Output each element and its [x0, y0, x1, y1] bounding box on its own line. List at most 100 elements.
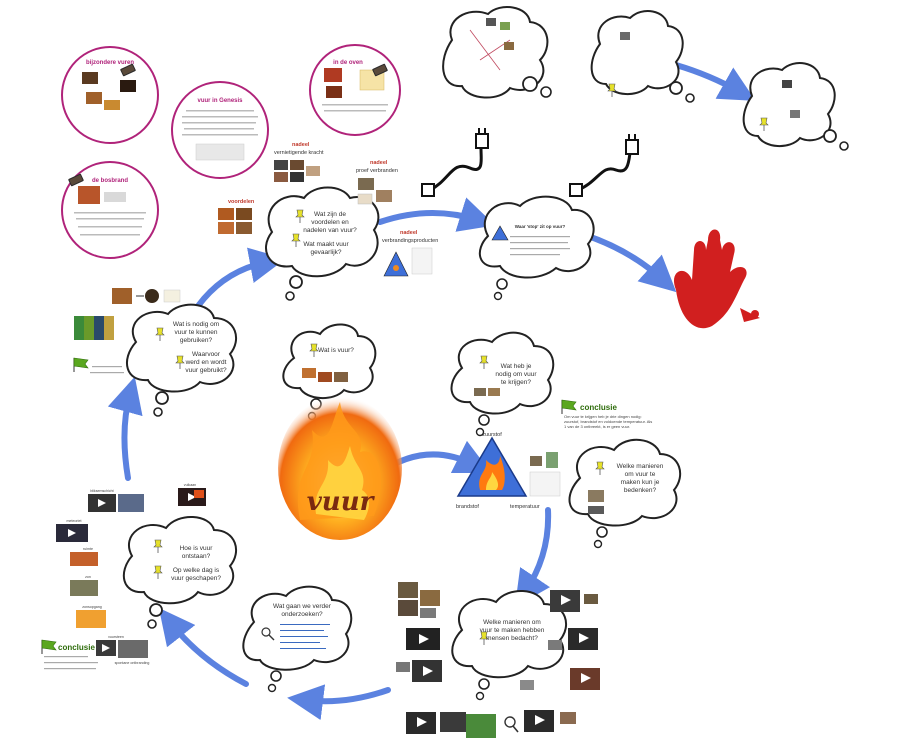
thumb-caption: zon	[85, 575, 91, 579]
cloud-line: Wat zijn de	[314, 211, 346, 218]
arrow-stop-to-hand	[582, 232, 677, 293]
voordelen-title: voordelen	[228, 199, 255, 205]
cloud-line: Wat is vuur?	[318, 347, 354, 354]
cloud-line: Wat is nodig om	[173, 321, 219, 328]
nadeel-label: nadeel	[400, 230, 418, 236]
thumb-oven-fire	[326, 86, 342, 98]
hand-stop-icon	[673, 229, 760, 329]
thumb-caption: vuursteen	[108, 635, 124, 639]
cloud-line: te krijgen?	[501, 379, 531, 386]
cloud-line: vuur te maken hebben	[480, 627, 545, 634]
thumb-caption: spontane ontbranding	[115, 661, 150, 665]
arrow-voordelen-to-stop	[377, 197, 496, 232]
fire-triangle-icon	[491, 225, 509, 241]
cloud-line: Hoe is vuur	[180, 545, 214, 552]
nadeel-label: nadeel	[370, 160, 388, 166]
thumb-caption: bliksemschicht	[90, 489, 113, 493]
cloud-voordelen-nadelen[interactable]: Wat zijn de voordelen en nadelen van vuu…	[265, 186, 380, 301]
cloud-line: bedenken?	[624, 487, 657, 494]
thumb-oven	[324, 68, 342, 82]
conclusie-block-1[interactable]: conclusie Om vuur te krijgen heb je drie…	[561, 399, 654, 442]
nadeel-verbrandingsproducten[interactable]: nadeel verbrandingsproducten	[382, 230, 438, 277]
nadeel-proef-verbranden[interactable]: nadeel proef verbranden	[356, 160, 398, 205]
cloud-line: voordelen en	[311, 219, 349, 226]
cloud-line: onderzoeken?	[281, 611, 323, 618]
cloud-line: gebruiken?	[180, 337, 213, 344]
cloud-line: Wat maakt vuur	[303, 241, 349, 248]
circle-bijzondere-vuren[interactable]: bijzondere vuren	[61, 46, 159, 144]
nadeel-label: nadeel	[292, 142, 310, 148]
fire-triangle[interactable]: zuurstof brandstof temperatuur	[456, 432, 561, 510]
circle-de-bosbrand[interactable]: de bosbrand	[61, 161, 159, 259]
thumb-fire-night	[120, 80, 136, 92]
video-thumbnails-bottom[interactable]	[396, 582, 600, 738]
nadeel-sub: verbrandingsproducten	[382, 238, 438, 244]
brandstof-label: brandstof	[456, 504, 479, 510]
cloud-top-middle[interactable]	[442, 6, 552, 99]
cloud-line: Wat heb je	[501, 363, 532, 370]
cloud-line: vuur te kunnen	[174, 329, 217, 336]
cloud-mensen-bedacht[interactable]: Welke manieren om vuur te maken hebben m…	[451, 589, 568, 701]
voordelen-small[interactable]	[73, 357, 124, 374]
circle-title: vuur in Genesis	[197, 98, 243, 104]
cloud-line: vuur gebruikt?	[185, 367, 227, 374]
cloud-nodig-gebruikt[interactable]: Wat is nodig om vuur te kunnen gebruiken…	[126, 303, 238, 417]
cloud-top-right-2[interactable]	[742, 62, 849, 151]
pushpin-icon	[607, 83, 617, 98]
circle-vuur-in-genesis[interactable]: vuur in Genesis	[171, 81, 269, 179]
cloud-line: Op welke dag is	[173, 567, 220, 574]
thumb-caption: vulkaan	[184, 483, 196, 487]
conclusie-title: conclusie	[58, 643, 95, 652]
cloud-line: om vuur te	[625, 471, 656, 478]
cloud-line: nadelen van vuur?	[303, 227, 357, 234]
nadeel-sub: vernietigende kracht	[274, 150, 324, 156]
flag-icon	[561, 399, 577, 415]
thumb-caption: zonsopgang	[82, 605, 102, 609]
cloud-line: werd en wordt	[185, 359, 227, 366]
circle-title: in de oven	[333, 60, 363, 66]
genesis-text	[182, 110, 258, 161]
arrow-mensen-to-onderzoeken	[287, 684, 391, 721]
flag-icon	[73, 357, 89, 373]
cloud-line: maken kun je	[621, 479, 660, 486]
cloud-stop[interactable]: Waar 'stop' zit op vuur?	[478, 195, 595, 301]
plug-icon-right	[569, 134, 639, 197]
conclusie-block-2[interactable]: conclusie	[41, 639, 98, 670]
cloud-line: mensen bedacht?	[486, 635, 538, 642]
thumb-caption: meteoriet	[67, 519, 82, 523]
cloud-line: Wat gaan we verder	[273, 603, 332, 610]
circle-in-de-oven[interactable]: in de oven	[309, 44, 401, 136]
vuur-logo: vuur	[278, 396, 402, 540]
nadeel-vernietigende-kracht[interactable]: nadeel vernietigende kracht	[274, 142, 324, 182]
voordelen-label[interactable]: voordelen	[218, 199, 255, 234]
cloud-onderzoeken[interactable]: Wat gaan we verder onderzoeken?	[242, 585, 353, 693]
left-thumbnails[interactable]: bliksemschicht vulkaan meteoriet ruimte …	[56, 483, 206, 665]
thumb-text	[104, 192, 126, 202]
conclusie-body: Om vuur te krijgen heb je drie dingen no…	[564, 414, 652, 429]
cloud-line: Welke manieren om	[483, 619, 541, 626]
circle-title: de bosbrand	[92, 178, 128, 184]
thumb-flames	[104, 100, 120, 110]
cloud-ontstaan[interactable]: Hoe is vuur ontstaan? Op welke dag is vu…	[123, 515, 238, 629]
nodig-thumbs	[74, 288, 181, 340]
thumb-forest-fire	[78, 186, 100, 204]
cloud-nodig-krijgen[interactable]: Wat heb je nodig om vuur te krijgen?	[450, 331, 555, 437]
thumb-caption: ruimte	[83, 547, 93, 551]
conclusie-title: conclusie	[580, 403, 617, 412]
arrow-ontstaan-to-nodig	[107, 376, 143, 481]
cloud-line: vuur geschapen?	[171, 575, 221, 582]
cloud-top-right-1[interactable]	[590, 10, 695, 103]
flag-icon	[41, 639, 57, 655]
thumb-campfire	[82, 72, 98, 84]
cloud-line: Waarvoor	[192, 351, 221, 358]
arrow-top-clouds	[673, 62, 756, 101]
cloud-manieren-bedenken[interactable]: Welke manieren om vuur te maken kun je b…	[568, 438, 682, 549]
cloud-line: Waar 'stop' zit op vuur?	[515, 224, 566, 229]
cloud-line: gevaarlijk?	[310, 249, 341, 256]
circle-title: bijzondere vuren	[86, 60, 134, 66]
arrow-nodig-to-voordelen	[195, 247, 286, 309]
nadeel-sub: proef verbranden	[356, 168, 398, 174]
plug-icon-left	[421, 128, 489, 197]
arrow-onderzoeken-to-ontstaan	[158, 607, 249, 687]
